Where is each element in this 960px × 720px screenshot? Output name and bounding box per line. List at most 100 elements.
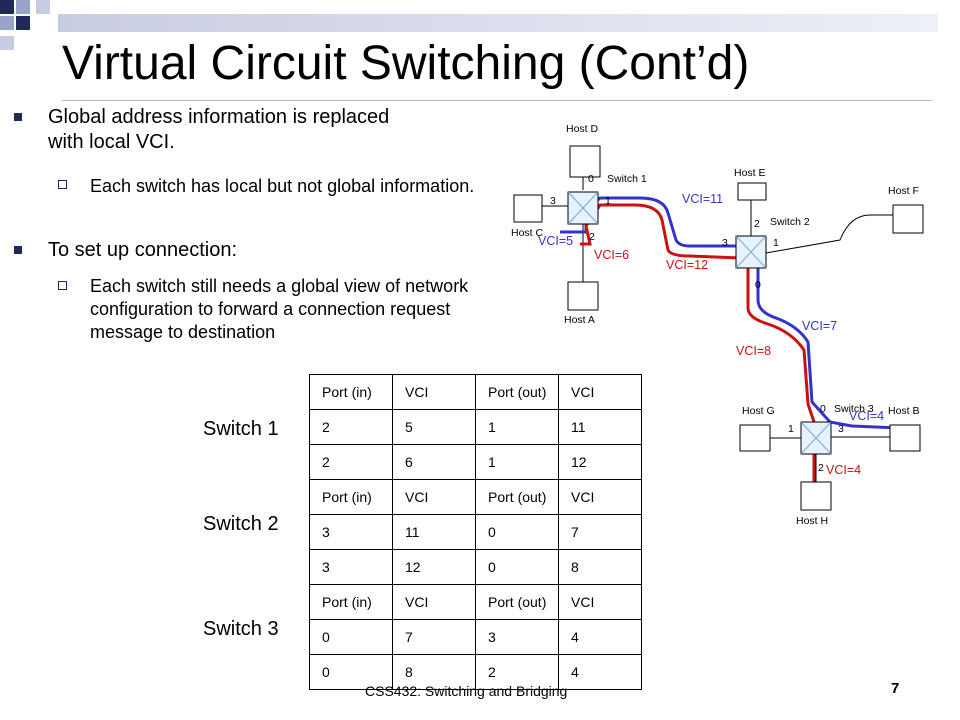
- table-cell: 0: [475, 549, 559, 585]
- table-cell: Port (out): [475, 584, 559, 620]
- switch-2-port-2: 2: [754, 218, 760, 230]
- table-switch-1-label: Switch 1: [203, 418, 279, 440]
- table-row: 3 11 0 7: [309, 514, 642, 550]
- table-cell: 3: [309, 549, 393, 585]
- table-row: Port (in) VCI Port (out) VCI: [309, 584, 642, 620]
- table-cell: 11: [558, 409, 642, 445]
- table-cell: 11: [392, 514, 476, 550]
- sub-bullet-global-view: Each switch still needs a global view of…: [90, 276, 469, 342]
- circuit-path-red: [580, 203, 816, 482]
- host-e-box: [737, 182, 767, 201]
- host-h-box: [800, 481, 832, 511]
- table-cell: Port (in): [309, 374, 393, 410]
- table-cell: VCI: [392, 479, 476, 515]
- bullet-marker: [14, 246, 22, 254]
- table-switch-2-label: Switch 2: [203, 513, 279, 535]
- table-cell: 8: [392, 654, 476, 690]
- vci-label-s2s3-blue: VCI=7: [802, 319, 837, 333]
- slide-title: Virtual Circuit Switching (Cont’d): [62, 37, 750, 90]
- switch-2-port-1: 1: [773, 237, 779, 249]
- table-cell: 8: [558, 549, 642, 585]
- page-number: 7: [891, 680, 900, 697]
- vci-label-s2s3-red: VCI=8: [736, 344, 771, 358]
- switch-1-port-1: 1: [605, 195, 611, 207]
- table-cell: VCI: [558, 584, 642, 620]
- vci-label-c-red: VCI=6: [594, 248, 629, 262]
- table-cell: VCI: [392, 374, 476, 410]
- table-cell: 3: [475, 619, 559, 655]
- table-cell: 1: [475, 444, 559, 480]
- table-cell: 3: [309, 514, 393, 550]
- vci-label-s1s2-red: VCI=12: [666, 258, 708, 272]
- table-cell: 7: [558, 514, 642, 550]
- switch-3-port-3: 3: [838, 423, 844, 435]
- switch-1-port-3: 3: [550, 195, 556, 207]
- table-cell: 7: [392, 619, 476, 655]
- table-row: 0 8 2 4: [309, 654, 642, 690]
- table-row: 0 7 3 4: [309, 619, 642, 655]
- host-g-label: Host G: [742, 405, 775, 417]
- table-cell: 12: [558, 444, 642, 480]
- host-g-box: [739, 424, 771, 452]
- switch-1-port-2: 2: [589, 231, 595, 243]
- vci-label-s1s2-blue: VCI=11: [682, 192, 723, 206]
- switch-2-port-0: 0: [755, 279, 761, 291]
- host-e-label: Host E: [734, 167, 766, 179]
- bullet-marker: [14, 113, 22, 121]
- vci-label-s3-red: VCI=4: [826, 463, 861, 477]
- switch-3-label: Switch 3: [834, 403, 874, 415]
- host-a-label: Host A: [564, 314, 595, 326]
- table-cell: Port (in): [309, 584, 393, 620]
- sub-bullet-marker: [58, 180, 67, 189]
- table-cell: Port (out): [475, 374, 559, 410]
- switch-3-port-1: 1: [788, 423, 794, 435]
- host-c-box: [513, 194, 543, 223]
- table-cell: VCI: [392, 584, 476, 620]
- table-row: 3 12 0 8: [309, 549, 642, 585]
- host-c-label: Host C: [511, 227, 544, 239]
- bullet-setup-connection: To set up connection:: [48, 239, 238, 261]
- table-row: 2 5 1 11: [309, 409, 642, 445]
- table-cell: 2: [309, 409, 393, 445]
- table-cell: 4: [558, 654, 642, 690]
- table-cell: Port (in): [309, 479, 393, 515]
- table-row: 2 6 1 12: [309, 444, 642, 480]
- host-f-label: Host F: [888, 185, 919, 197]
- bullet-global-address: Global address information is replaced w…: [48, 106, 390, 153]
- host-d-label: Host D: [566, 123, 599, 135]
- vc-table: Port (in) VCI Port (out) VCI 2 5 1 11 2 …: [309, 374, 642, 690]
- table-cell: 2: [309, 444, 393, 480]
- table-cell: 0: [309, 654, 393, 690]
- host-h-label: Host H: [796, 515, 828, 527]
- host-f-box: [892, 204, 924, 234]
- vci-label-s3-blue: VCI=4: [849, 409, 884, 423]
- footer-text: CSS432: Switching and Bridging: [365, 683, 568, 699]
- table-cell: Port (out): [475, 479, 559, 515]
- table-row: Port (in) VCI Port (out) VCI: [309, 374, 642, 410]
- table-cell: 4: [558, 619, 642, 655]
- table-cell: 12: [392, 549, 476, 585]
- host-b-box: [889, 424, 921, 452]
- table-cell: 6: [392, 444, 476, 480]
- table-cell: 0: [309, 619, 393, 655]
- host-b-label: Host B: [888, 405, 920, 417]
- table-cell: 0: [475, 514, 559, 550]
- switch-1-label: Switch 1: [607, 173, 647, 185]
- host-d-box: [569, 145, 601, 178]
- vci-label-c-blue: VCI=5: [538, 234, 573, 248]
- sub-bullet-marker: [58, 281, 67, 290]
- table-cell: 1: [475, 409, 559, 445]
- link-switch-2-host-f: [765, 214, 893, 254]
- table-cell: VCI: [558, 374, 642, 410]
- switch-2-label: Switch 2: [770, 216, 810, 228]
- host-a-box: [567, 281, 599, 311]
- sub-bullet-local-info: Each switch has local but not global inf…: [90, 176, 475, 196]
- switch-3-port-0: 0: [820, 403, 826, 415]
- switch-2-port-3: 3: [722, 237, 728, 249]
- switch-1-port-0: 0: [588, 173, 594, 185]
- table-cell: 5: [392, 409, 476, 445]
- table-cell: VCI: [558, 479, 642, 515]
- switch-3-port-2: 2: [818, 462, 824, 474]
- table-switch-3-label: Switch 3: [203, 618, 279, 640]
